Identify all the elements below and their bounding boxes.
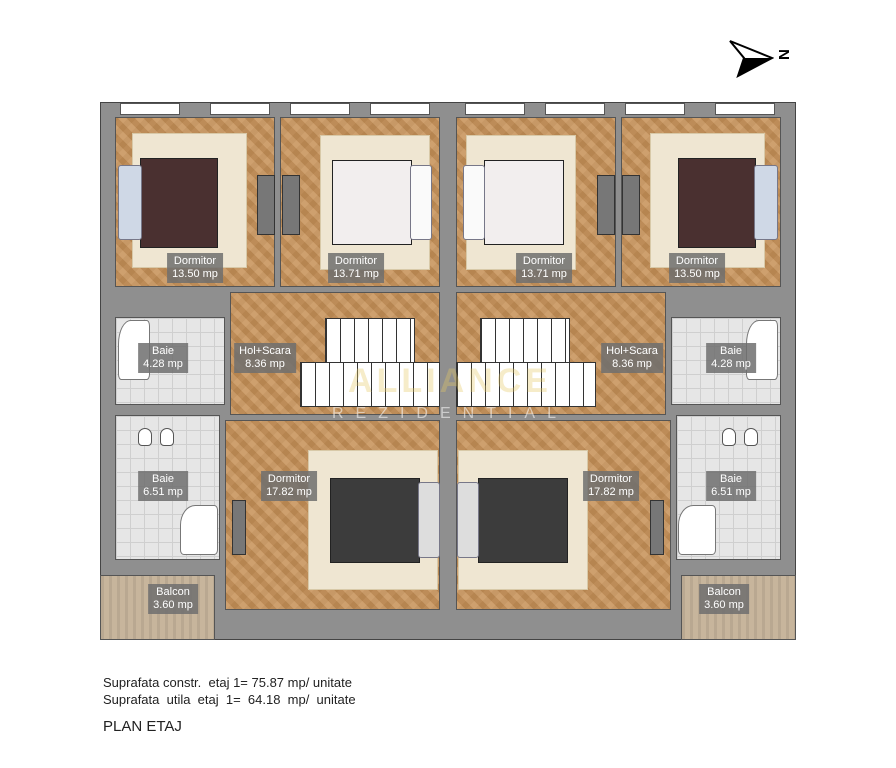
window bbox=[120, 103, 180, 115]
bed bbox=[330, 478, 420, 563]
stairs-right-upper bbox=[480, 318, 570, 363]
compass: N bbox=[728, 38, 792, 79]
wardrobe bbox=[597, 175, 615, 235]
window bbox=[370, 103, 430, 115]
pillow bbox=[118, 165, 142, 240]
built-area-note: Suprafata constr. etaj 1= 75.87 mp/ unit… bbox=[103, 675, 352, 690]
pillow bbox=[418, 482, 440, 558]
window bbox=[210, 103, 270, 115]
watermark-logo: ALLIANCE bbox=[348, 362, 552, 400]
window bbox=[290, 103, 350, 115]
wardrobe bbox=[257, 175, 275, 235]
stairs-right bbox=[456, 362, 596, 407]
bed bbox=[140, 158, 218, 248]
bed bbox=[332, 160, 412, 245]
toilet bbox=[744, 428, 758, 446]
compass-letter: N bbox=[774, 49, 792, 60]
bed bbox=[484, 160, 564, 245]
stairs-left bbox=[300, 362, 440, 407]
stairs-left-upper bbox=[325, 318, 415, 363]
bed bbox=[478, 478, 568, 563]
bathtub bbox=[180, 505, 218, 555]
bathtub bbox=[678, 505, 716, 555]
window bbox=[545, 103, 605, 115]
watermark-subtitle: REZIDENTIAL bbox=[331, 405, 568, 422]
window bbox=[625, 103, 685, 115]
bed bbox=[678, 158, 756, 248]
toilet bbox=[138, 428, 152, 446]
usable-area-note: Suprafata utila etaj 1= 64.18 mp/ unitat… bbox=[103, 692, 356, 707]
tv-unit bbox=[650, 500, 664, 555]
plan-title: PLAN ETAJ bbox=[103, 718, 182, 735]
wardrobe bbox=[622, 175, 640, 235]
pillow bbox=[463, 165, 485, 240]
toilet bbox=[160, 428, 174, 446]
tv-unit bbox=[232, 500, 246, 555]
window bbox=[715, 103, 775, 115]
toilet bbox=[722, 428, 736, 446]
pillow bbox=[410, 165, 432, 240]
pillow bbox=[754, 165, 778, 240]
wardrobe bbox=[282, 175, 300, 235]
pillow bbox=[457, 482, 479, 558]
north-arrow-icon bbox=[729, 40, 775, 79]
window bbox=[465, 103, 525, 115]
